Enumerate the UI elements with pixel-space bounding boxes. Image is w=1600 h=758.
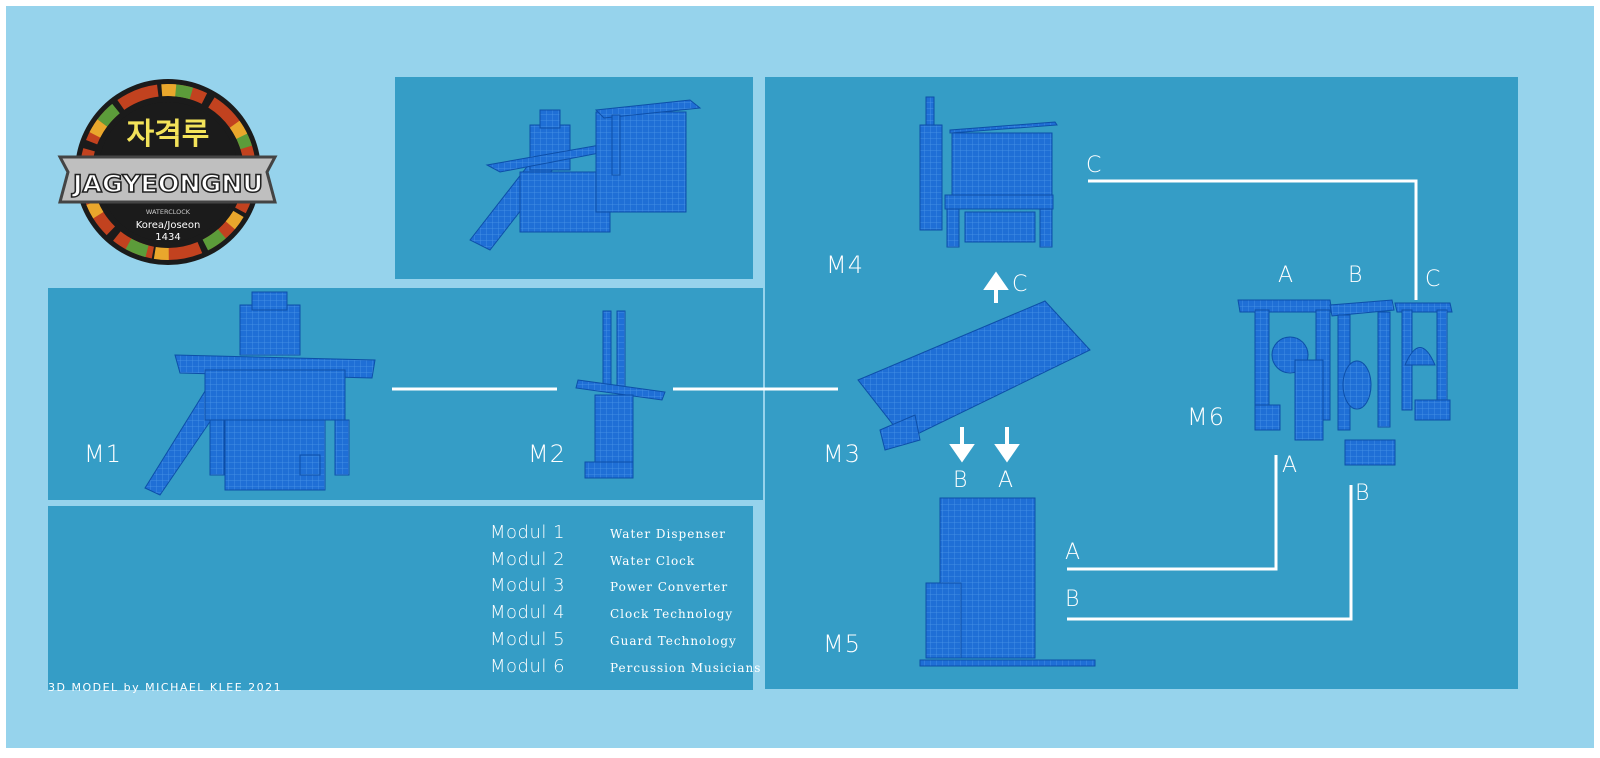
connector-label-c-m6-top: C <box>1425 267 1442 292</box>
legend-module-name: Modul 2 <box>490 549 566 570</box>
legend-module-name: Modul 6 <box>490 656 566 677</box>
connector-lines <box>392 179 1418 621</box>
logo-place: Korea/Joseon <box>136 220 201 231</box>
connector-label-a-m5: A <box>1065 540 1082 565</box>
logo-title: JAGYEONGNU <box>71 170 263 198</box>
legend-row: Modul 2 Water Clock <box>490 549 695 575</box>
connector-label-b-m5: B <box>1065 587 1081 612</box>
model-credit: 3D MODEL by MICHAEL KLEE 2021 <box>48 681 283 694</box>
model-overview <box>469 99 702 251</box>
legend-module-description: Water Clock <box>610 554 696 568</box>
panel-legend <box>48 506 753 690</box>
connector-label-a-arrow: A <box>998 468 1015 493</box>
logo: 자격루 JAGYEONGNU WATERCLOCK Korea/Joseon 1… <box>57 79 278 265</box>
model-m5 <box>919 497 1096 667</box>
model-m4 <box>919 96 1058 248</box>
legend-module-name: Modul 1 <box>490 522 566 543</box>
legend-module-description: Power Converter <box>610 580 729 594</box>
flow-arrows <box>949 271 1020 463</box>
model-m6 <box>1237 299 1453 466</box>
connector-label-b-arrow: B <box>953 468 969 493</box>
legend-row: Modul 6 Percussion Musicians <box>490 656 761 682</box>
model-m3 <box>857 300 1091 451</box>
connector-label-b-m6-top: B <box>1348 263 1364 288</box>
legend-module-description: Water Dispenser <box>610 527 727 541</box>
arrow-up-c-head <box>983 271 1009 290</box>
legend-module-name: Modul 5 <box>490 629 566 650</box>
line-b-m5-m6 <box>1067 485 1353 621</box>
label-m6: M6 <box>1187 403 1225 431</box>
legend-module-description: Guard Technology <box>610 634 737 648</box>
legend-row: Modul 4 Clock Technology <box>490 602 733 628</box>
label-m5: M5 <box>823 630 861 658</box>
arrow-down-b-head <box>949 444 975 463</box>
connector-label-a-m6-bottom: A <box>1282 453 1299 478</box>
connector-label-c-m4-line: C <box>1086 153 1103 178</box>
connector-label-a-m6-top: A <box>1278 263 1295 288</box>
model-m2 <box>575 310 666 479</box>
line-c-m4-m6 <box>1088 179 1418 300</box>
connector-label-b-m6-bottom: B <box>1355 481 1371 506</box>
line-a-m5-m6 <box>1067 455 1278 571</box>
model-m1 <box>144 291 376 496</box>
legend-row: Modul 1 Water Dispenser <box>490 522 726 548</box>
label-m3: M3 <box>823 440 861 468</box>
legend-module-name: Modul 3 <box>490 575 566 596</box>
arrow-down-a-head <box>994 444 1020 463</box>
legend-row: Modul 3 Power Converter <box>490 575 728 601</box>
logo-banner <box>57 155 278 204</box>
legend-module-description: Percussion Musicians <box>610 661 762 675</box>
connector-label-c-arrow: C <box>1012 272 1029 297</box>
label-m1: M1 <box>84 440 122 468</box>
legend-module-name: Modul 4 <box>490 602 566 623</box>
label-m2: M2 <box>528 440 566 468</box>
logo-year: 1434 <box>155 232 180 243</box>
logo-hangul: 자격루 <box>127 117 210 152</box>
logo-subtitle: WATERCLOCK <box>146 208 191 216</box>
legend-row: Modul 5 Guard Technology <box>490 629 737 655</box>
label-m4: M4 <box>826 251 864 279</box>
legend-module-description: Clock Technology <box>610 607 734 621</box>
